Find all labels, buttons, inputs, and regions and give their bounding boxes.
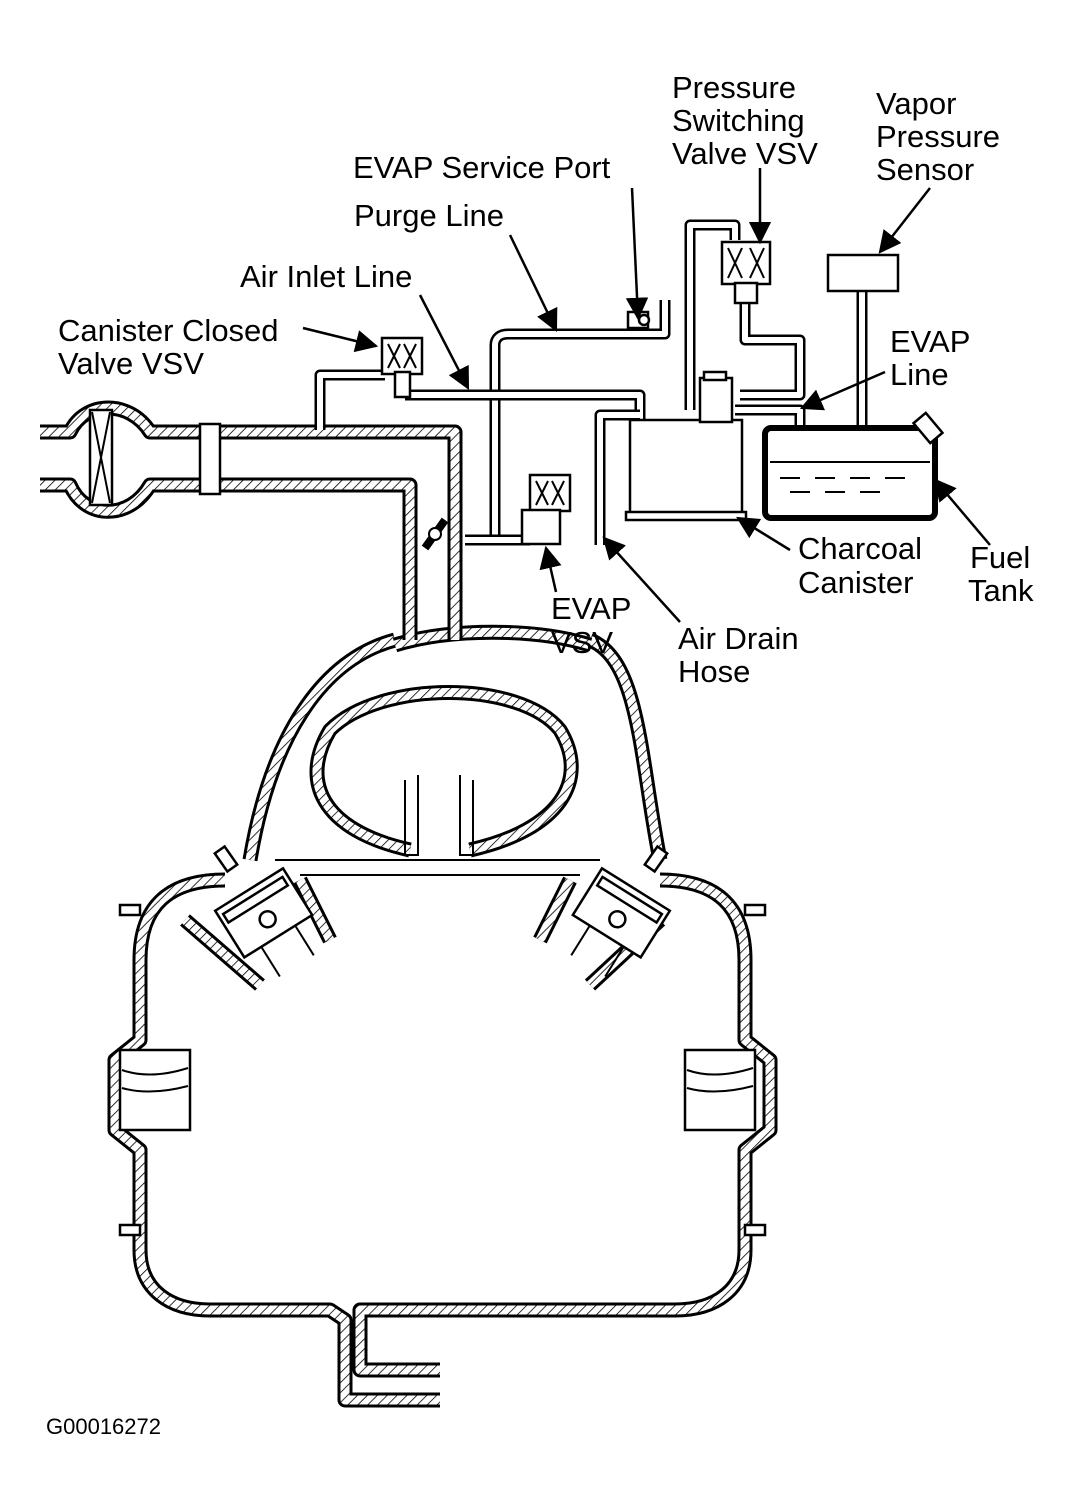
fuel-tank xyxy=(762,411,945,521)
label-fuel-tank-2: Tank xyxy=(968,573,1034,608)
air-intake-duct xyxy=(40,369,463,640)
leader-lines xyxy=(302,168,991,623)
label-evap-vsv-1: EVAP xyxy=(551,591,631,626)
engine-right-cylinder-bank xyxy=(533,844,767,991)
engine-intake-plenum xyxy=(242,624,668,876)
canister-closed-valve-vsv xyxy=(380,336,424,399)
label-evap-line-1: EVAP xyxy=(890,324,970,359)
label-pressure-switching-2: Switching xyxy=(672,103,805,138)
label-charcoal-canister-2: Canister xyxy=(798,565,913,600)
label-vapor-pressure-1: Vapor xyxy=(876,86,956,121)
label-purge-line: Purge Line xyxy=(354,198,504,233)
label-pressure-switching-3: Valve VSV xyxy=(672,136,818,171)
label-pressure-switching-1: Pressure xyxy=(672,70,796,105)
label-charcoal-canister-1: Charcoal xyxy=(798,531,922,566)
engine-left-cylinder-bank xyxy=(118,844,337,991)
label-air-inlet-line: Air Inlet Line xyxy=(240,259,412,294)
label-canister-closed-1: Canister Closed xyxy=(58,313,279,348)
label-evap-line-2: Line xyxy=(890,357,949,392)
label-evap-vsv-2: VSV xyxy=(551,625,613,660)
label-vapor-pressure-2: Pressure xyxy=(876,119,1000,154)
label-evap-service-port: EVAP Service Port xyxy=(353,150,611,185)
label-fuel-tank-1: Fuel xyxy=(970,540,1030,575)
figure-id: G00016272 xyxy=(46,1414,161,1439)
label-vapor-pressure-3: Sensor xyxy=(876,152,974,187)
exhaust-manifold xyxy=(107,872,778,1408)
label-air-drain-hose-1: Air Drain xyxy=(678,621,799,656)
label-canister-closed-2: Valve VSV xyxy=(58,346,204,381)
charcoal-canister xyxy=(624,370,748,522)
pressure-switching-valve-vsv xyxy=(720,240,772,305)
throttle-valve xyxy=(421,517,449,551)
label-air-drain-hose-2: Hose xyxy=(678,654,750,689)
evap-vsv xyxy=(520,473,572,546)
vapor-pressure-sensor xyxy=(826,253,900,293)
